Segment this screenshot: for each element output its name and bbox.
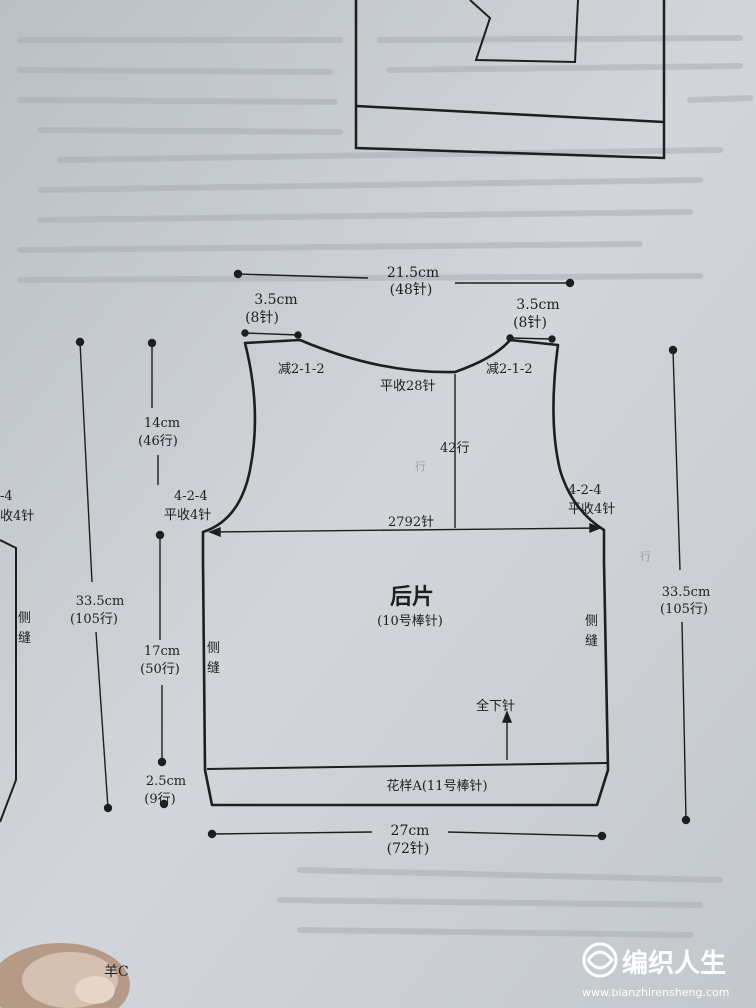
left-frag-seam-2: 缝 xyxy=(18,631,31,646)
needle-note: (10号棒针) xyxy=(377,614,443,629)
watermark-url: www.bianzhirensheng.com xyxy=(582,986,729,999)
shoulder-dimensions xyxy=(241,329,556,343)
watermark: 编织人生 www.bianzhirensheng.com xyxy=(582,942,729,999)
armhole-dec-right-b: 平收4针 xyxy=(568,502,615,517)
watermark-brand: 编织人生 xyxy=(622,948,726,979)
corner-text: 羊C xyxy=(104,964,129,980)
body-height-rows: (50行) xyxy=(140,662,180,677)
shoulder-right-stitches: (8针) xyxy=(513,315,547,331)
total-left-rows: (105行) xyxy=(70,612,118,627)
bleed-through-lines xyxy=(17,35,753,938)
top-width-stitches: (48针) xyxy=(390,282,433,298)
finger-shadow xyxy=(0,943,130,1008)
armhole-dec-left-b: 平收4针 xyxy=(164,508,211,523)
ghost-text: 行 xyxy=(415,460,426,473)
shoulder-right-cm: 3.5cm xyxy=(516,297,559,313)
left-total-dimension xyxy=(75,337,113,813)
left-frag-dec-a: -4 xyxy=(0,489,13,504)
bottom-width-dimension xyxy=(207,829,607,841)
armhole-height-cm: 14cm xyxy=(144,416,180,431)
total-left-cm: 33.5cm xyxy=(76,594,125,609)
left-frag-dec-b: 收4针 xyxy=(0,509,34,524)
panel-title: 后片 xyxy=(390,584,434,610)
top-width-cm: 21.5cm xyxy=(387,265,439,281)
side-seam-right-2: 缝 xyxy=(585,634,598,649)
shoulder-left-stitches: (8针) xyxy=(245,310,279,326)
side-seam-right-1: 侧 xyxy=(585,614,598,629)
ghost-text: 行 xyxy=(640,550,651,563)
rib-height-rows: (9行) xyxy=(144,792,175,807)
bottom-width-cm: 27cm xyxy=(391,823,430,839)
side-seam-left-2: 缝 xyxy=(207,661,220,676)
left-piece-fragment: -4 收4针 侧 缝 xyxy=(0,489,34,823)
pattern-band-label: 花样A(11号棒针) xyxy=(386,778,487,794)
armhole-height-rows: (46行) xyxy=(138,434,178,449)
inner-dimension-lines xyxy=(208,374,602,760)
side-seam-left-1: 侧 xyxy=(207,641,220,656)
body-height-cm: 17cm xyxy=(144,644,180,659)
neck-dec-right: 减2-1-2 xyxy=(486,362,533,377)
back-panel-outline xyxy=(201,338,610,807)
watermark-logo-icon xyxy=(582,942,618,978)
neck-dec-left: 减2-1-2 xyxy=(278,362,325,377)
armhole-dec-right-a: 4-2-4 xyxy=(568,483,602,498)
top-width-dimension xyxy=(233,269,575,288)
neck-bind-off: 平收28针 xyxy=(380,379,436,394)
cast-on-note: 全下针 xyxy=(476,698,515,714)
left-frag-seam-1: 侧 xyxy=(18,611,31,626)
bust-stitches: 2792针 xyxy=(388,515,434,530)
rib-height-cm: 2.5cm xyxy=(146,774,186,789)
total-right-rows: (105行) xyxy=(660,602,708,617)
bottom-width-stitches: (72针) xyxy=(387,841,430,857)
total-right-cm: 33.5cm xyxy=(662,585,711,600)
neck-depth: 42行 xyxy=(440,441,470,456)
shoulder-left-cm: 3.5cm xyxy=(254,292,297,308)
upper-piece-fragment xyxy=(354,0,666,160)
right-total-dimension xyxy=(668,345,691,825)
armhole-dec-left-a: 4-2-4 xyxy=(174,489,208,504)
left-section-dimension xyxy=(147,338,169,809)
